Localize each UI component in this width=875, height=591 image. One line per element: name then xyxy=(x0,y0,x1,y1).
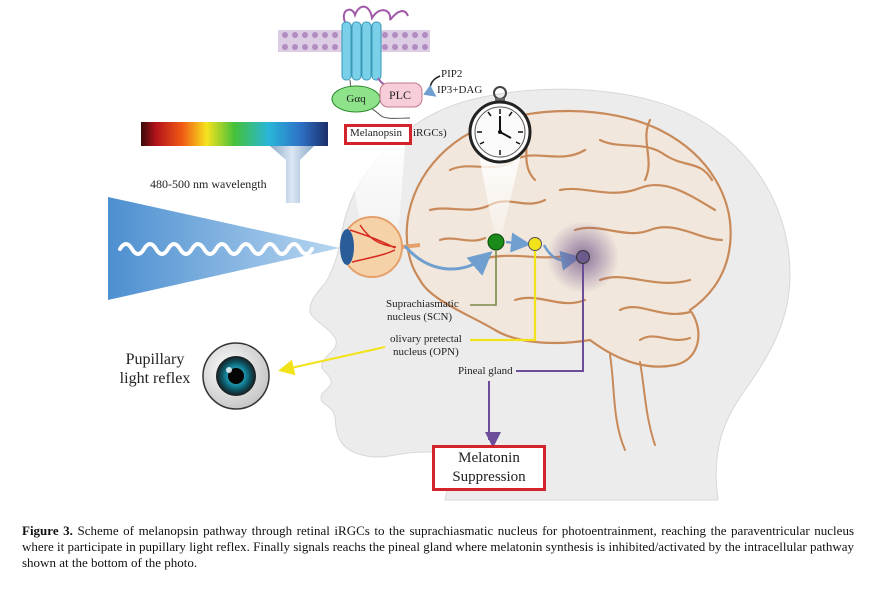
scn-to-opn-arrow xyxy=(505,232,531,253)
eye-anatomy xyxy=(340,216,421,278)
pupillary-label-line2: light reflex xyxy=(119,370,191,387)
light-wave-icon xyxy=(118,242,314,256)
gpcr-receptor-icon xyxy=(278,5,441,119)
opn-label-line1: olivary pretectal xyxy=(390,333,462,345)
scn-light-cone xyxy=(478,150,522,234)
scn-label: Suprachiasmatic nucleus (SCN) xyxy=(386,298,459,324)
light-beam xyxy=(108,197,340,300)
figure-caption: Figure 3. Scheme of melanopsin pathway t… xyxy=(22,523,854,571)
figure: Gαq PLC PIP2 IP3+DAG Melanopsin iRGCs) 4… xyxy=(108,5,791,501)
retina-light-cone xyxy=(348,145,405,238)
melatonin-label-line1: Melatonin xyxy=(458,450,520,466)
figure-number: Figure 3. xyxy=(22,523,73,538)
spectrum-funnel xyxy=(270,146,314,203)
melatonin-label-line2: Suppression xyxy=(452,469,526,485)
wavelength-label: 480-500 nm wavelength xyxy=(150,177,267,191)
plc-label: PLC xyxy=(389,88,412,102)
melatonin-label: Melatonin Suppression xyxy=(435,449,543,487)
scn-label-line2: nucleus (SCN) xyxy=(387,311,453,323)
clock-icon xyxy=(468,86,532,164)
pip2-label: PIP2 xyxy=(441,68,463,80)
opn-node xyxy=(528,237,542,251)
pineal-leader xyxy=(516,264,584,372)
melanopsin-label: Melanopsin xyxy=(350,127,402,139)
gaq-label: Gαq xyxy=(346,93,366,105)
caption-text: Scheme of melanopsin pathway through ret… xyxy=(22,523,855,570)
irgcs-label: iRGCs) xyxy=(413,127,447,139)
opn-label: olivary pretectal nucleus (OPN) xyxy=(390,333,462,359)
ip3-dag-label: IP3+DAG xyxy=(437,84,483,96)
opn-to-pupil-arrow xyxy=(278,346,386,376)
melanopsin-highlight-box xyxy=(344,124,412,145)
opn-label-line2: nucleus (OPN) xyxy=(393,346,459,358)
pineal-node xyxy=(576,250,590,264)
pupillary-label: Pupillary light reflex xyxy=(108,350,202,388)
pupillary-label-line1: Pupillary xyxy=(125,351,185,368)
scn-node xyxy=(487,233,505,251)
diagram-svg xyxy=(108,5,791,501)
melatonin-highlight-box xyxy=(432,445,546,491)
opn-leader xyxy=(470,251,537,342)
retina-to-scn-arrow xyxy=(403,245,493,276)
pineal-label: Pineal gland xyxy=(458,365,513,377)
spectrum-bar xyxy=(141,122,328,146)
scn-leader xyxy=(470,250,497,306)
scn-label-line1: Suprachiasmatic xyxy=(386,298,459,310)
eye-icon xyxy=(202,342,270,410)
